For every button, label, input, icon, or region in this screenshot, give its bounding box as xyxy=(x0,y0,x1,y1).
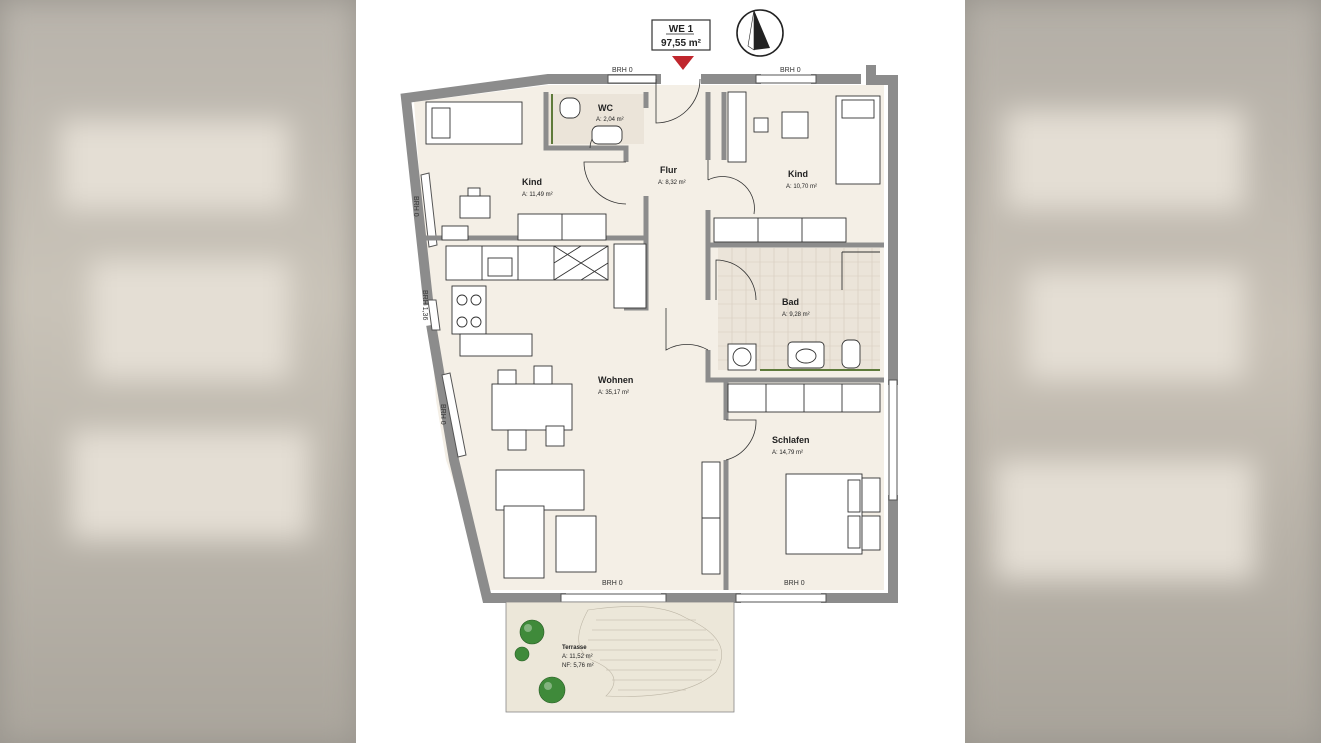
brh-label-left-bottom: BRH 0 xyxy=(439,404,446,425)
room-name-schlafen: Schlafen xyxy=(772,435,810,445)
floor-plan-sheet: WE 1 97,55 m² WC A: 2,04 m² Kind A: 11,4… xyxy=(356,0,965,743)
brh-label-bottom-right: BRH 0 xyxy=(784,580,805,587)
furniture xyxy=(425,91,881,579)
north-arrow-icon xyxy=(736,9,784,57)
room-name-wc: WC xyxy=(598,103,613,113)
tree-icon xyxy=(514,619,566,704)
blurred-background-left xyxy=(0,0,356,743)
apartment-floor xyxy=(414,85,884,590)
room-area-bad: A: 9,28 m² xyxy=(782,312,810,318)
terrace-nf: NF: 5,76 m² xyxy=(562,663,594,669)
room-name-kind-2: Kind xyxy=(788,169,808,179)
room-name-bad: Bad xyxy=(782,297,799,307)
windows xyxy=(420,74,898,603)
unit-label-box xyxy=(651,19,711,51)
room-area-wc: A: 2,04 m² xyxy=(596,117,624,123)
blurred-background-right xyxy=(965,0,1321,743)
unit-area: 97,55 m² xyxy=(661,38,702,49)
brh-label-bottom-left: BRH 0 xyxy=(602,580,623,587)
entrance-marker-icon xyxy=(672,56,694,70)
terrace-name: Terrasse xyxy=(562,645,587,651)
outer-walls xyxy=(400,65,898,603)
room-area-kind-1: A: 11,49 m² xyxy=(522,192,553,198)
floor-plan: WE 1 97,55 m² WC A: 2,04 m² Kind A: 11,4… xyxy=(400,9,898,713)
room-area-schlafen: A: 14,79 m² xyxy=(772,450,803,456)
brh-label-top-left: BRH 0 xyxy=(612,67,633,74)
door-swings xyxy=(583,78,757,461)
room-area-kind-2: A: 10,70 m² xyxy=(786,184,817,190)
terrace-paving xyxy=(578,606,722,697)
brh-label-top-right: BRH 0 xyxy=(780,67,801,74)
room-name-kind-1: Kind xyxy=(522,177,542,187)
room-area-flur: A: 8,32 m² xyxy=(658,180,686,186)
tree-highlight-icon xyxy=(524,624,552,690)
terrace-area: A: 11,52 m² xyxy=(562,654,593,660)
brh-label-left-middle: BRH 1,36 xyxy=(421,290,428,320)
room-area-wohnen: A: 35,17 m² xyxy=(598,390,629,396)
unit-name: WE 1 xyxy=(669,24,694,35)
room-name-wohnen: Wohnen xyxy=(598,375,633,385)
room-name-flur: Flur xyxy=(660,165,677,175)
brh-label-left-top: BRH 0 xyxy=(412,196,419,217)
